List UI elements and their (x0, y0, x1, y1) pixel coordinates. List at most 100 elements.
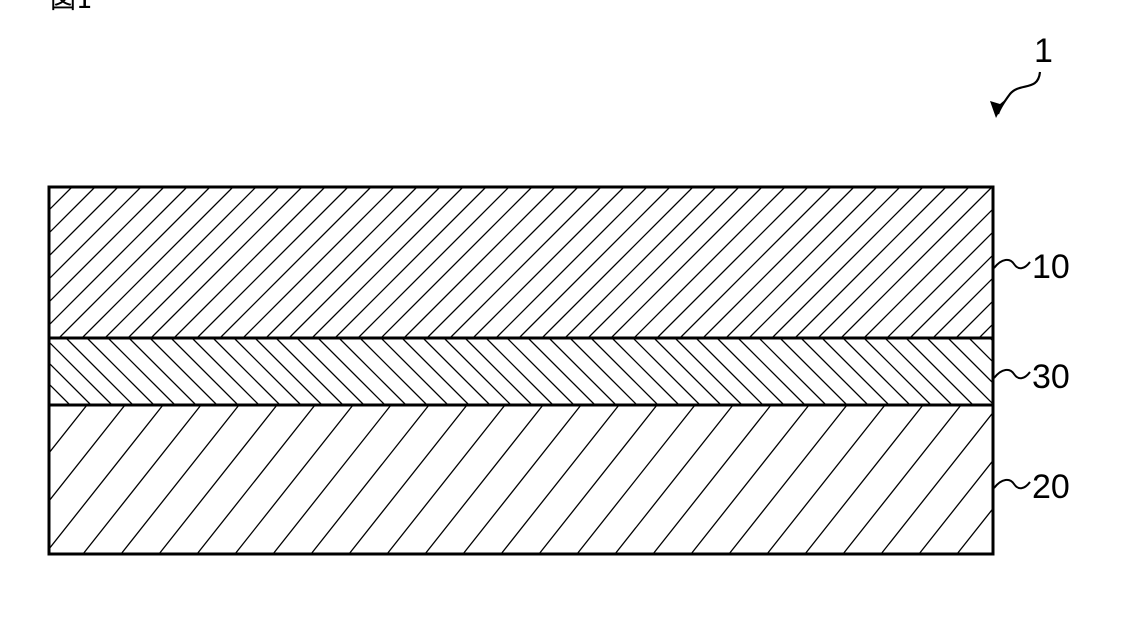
hatch-line (0, 187, 26, 338)
hatch-line (402, 338, 469, 405)
hatch-line (843, 405, 961, 554)
hatch-line (220, 187, 371, 338)
hatch-line (276, 338, 343, 405)
hatch-line (311, 405, 429, 554)
hatch-line (0, 187, 141, 338)
hatch-line (864, 338, 931, 405)
hatch-line (528, 338, 595, 405)
hatch-line (801, 338, 868, 405)
layer-10 (49, 187, 993, 338)
layer-10-label: 10 (1032, 248, 1070, 286)
hatch-line (174, 187, 325, 338)
hatch-line (13, 187, 164, 338)
hatch-line (717, 338, 784, 405)
layer-10-leader (994, 260, 1030, 268)
hatch-line (473, 187, 624, 338)
hatch-line (235, 405, 353, 554)
hatch-line (657, 187, 808, 338)
hatch-line (570, 338, 637, 405)
hatch-line (501, 405, 619, 554)
hatch-line (496, 187, 647, 338)
hatch-line (565, 187, 716, 338)
hatch-line (749, 187, 900, 338)
hatch-line (83, 405, 201, 554)
hatch-line (507, 338, 574, 405)
hatch-line (675, 338, 742, 405)
hatch-line (108, 338, 175, 405)
hatch-line (0, 405, 11, 554)
hatch-line (805, 405, 923, 554)
hatch-line (7, 405, 125, 554)
hatch-line (881, 405, 999, 554)
hatch-line (680, 187, 831, 338)
hatch-line (82, 187, 233, 338)
hatch-line (780, 338, 847, 405)
hatch-line (87, 338, 154, 405)
hatch-line (427, 187, 578, 338)
hatch-line (450, 187, 601, 338)
hatch-line (312, 187, 463, 338)
hatch-line (266, 187, 417, 338)
hatch-line (0, 338, 49, 405)
hatch-line (542, 187, 693, 338)
hatch-line (0, 187, 72, 338)
hatch-line (159, 405, 277, 554)
hatch-line (349, 405, 467, 554)
hatch-line (358, 187, 509, 338)
hatch-line (463, 405, 581, 554)
hatch-line (738, 338, 805, 405)
hatch-line (615, 405, 733, 554)
hatch-line (36, 187, 187, 338)
hatch-line (519, 187, 670, 338)
hatch-line (588, 187, 739, 338)
hatch-line (59, 187, 210, 338)
layer-10-hatch (0, 187, 1132, 338)
hatch-line (360, 338, 427, 405)
reference-arrow (998, 72, 1040, 114)
layer-20-hatch (0, 405, 1113, 554)
hatch-line (0, 187, 49, 338)
hatch-line (927, 338, 994, 405)
hatch-line (818, 187, 969, 338)
hatch-line (1094, 187, 1132, 338)
hatch-line (795, 187, 946, 338)
hatch-line (255, 338, 322, 405)
hatch-line (381, 187, 532, 338)
hatch-line (121, 405, 239, 554)
hatch-line (381, 338, 448, 405)
hatch-line (213, 338, 280, 405)
hatch-line (128, 187, 279, 338)
hatch-line (444, 338, 511, 405)
hatch-line (425, 405, 543, 554)
hatch-line (772, 187, 923, 338)
layer-20 (49, 405, 993, 554)
hatch-line (0, 405, 87, 554)
hatch-line (0, 405, 49, 554)
hatch-line (767, 405, 885, 554)
hatch-line (703, 187, 854, 338)
reference-numeral: 1 (1034, 32, 1053, 70)
hatch-line (611, 187, 762, 338)
hatch-line (129, 338, 196, 405)
hatch-line (729, 405, 847, 554)
figure-title: 図1 (50, 0, 93, 15)
reference-arrowhead (990, 99, 1006, 118)
hatch-line (539, 405, 657, 554)
hatch-line (885, 338, 952, 405)
hatch-line (150, 338, 217, 405)
hatch-line (549, 338, 616, 405)
hatch-line (591, 338, 658, 405)
hatch-line (759, 338, 826, 405)
hatch-line (1071, 187, 1132, 338)
hatch-line (726, 187, 877, 338)
hatch-line (335, 187, 486, 338)
hatch-line (234, 338, 301, 405)
hatch-line (691, 405, 809, 554)
hatch-line (404, 187, 555, 338)
layer-30-leader (994, 370, 1030, 378)
hatch-line (151, 187, 302, 338)
hatch-line (948, 338, 1015, 405)
layer-20-label: 20 (1032, 468, 1070, 506)
hatch-line (105, 187, 256, 338)
